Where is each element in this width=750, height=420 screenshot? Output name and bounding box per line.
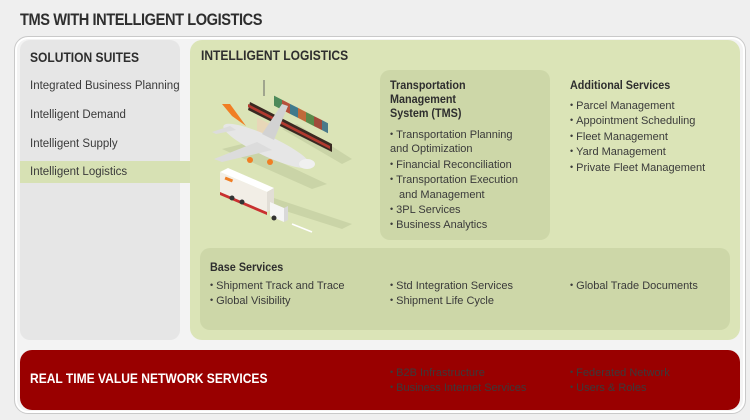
tms-card: Transportation Management System (TMS) •… (380, 70, 550, 240)
network-services-column: •B2B Infrastructure •Business Internet S… (390, 365, 526, 396)
additional-services-list: •Parcel Management •Appointment Scheduli… (570, 98, 740, 175)
list-item: •Global Visibility (210, 295, 291, 308)
base-services-card: Base Services •Shipment Track and Trace … (200, 248, 730, 330)
list-item: •Appointment Scheduling (570, 115, 696, 128)
sidebar-item-label: Intelligent Supply (30, 138, 118, 150)
tms-title: Transportation Management System (TMS) (390, 78, 534, 120)
sidebar-item-integrated-business-planning[interactable]: Integrated Business Planning (20, 75, 190, 97)
list-item: •Shipment Track and Trace (210, 280, 345, 292)
list-item: •Transportation Execution (390, 174, 519, 187)
panel-title: INTELLIGENT LOGISTICS (201, 47, 349, 63)
sidebar-item-intelligent-supply[interactable]: Intelligent Supply (20, 133, 190, 155)
sidebar-item-label: Intelligent Logistics (30, 166, 128, 178)
logistics-illustration (212, 80, 352, 233)
base-services-column: •Std Integration Services •Shipment Life… (390, 278, 513, 309)
list-item: •B2B Infrastructure (390, 367, 485, 379)
intelligent-logistics-panel: INTELLIGENT LOGISTICS (190, 40, 740, 340)
airplane-icon (212, 104, 315, 169)
sidebar-item-label: Intelligent Demand (30, 109, 126, 121)
list-item: •Financial Reconciliation (390, 158, 512, 171)
list-item: •Global Trade Documents (570, 280, 698, 292)
tms-list: •Transportation Planning and Optimizatio… (390, 127, 550, 233)
truck-icon (220, 168, 313, 233)
list-item: •Std Integration Services (390, 280, 513, 292)
tms-title-line: System (TMS) (390, 106, 462, 120)
list-item: •Parcel Management (570, 100, 675, 112)
base-services-column: •Shipment Track and Trace •Global Visibi… (210, 278, 345, 309)
additional-services: Additional Services •Parcel Management •… (570, 78, 740, 175)
base-services-column: •Global Trade Documents (570, 278, 698, 293)
sidebar-item-label: Integrated Business Planning (30, 80, 180, 92)
sidebar-item-intelligent-demand[interactable]: Intelligent Demand (20, 104, 190, 126)
list-item: •Business Internet Services (390, 382, 527, 395)
list-item: •Users & Roles (570, 382, 647, 395)
list-item: •Business Analytics (390, 219, 488, 232)
network-services-column: •Federated Network •Users & Roles (570, 365, 670, 396)
list-item: •Transportation Planning (390, 129, 513, 141)
list-item: and Optimization (390, 143, 473, 156)
base-services-title: Base Services (210, 260, 284, 274)
list-item: •Fleet Management (570, 130, 668, 143)
page-title: TMS WITH INTELLIGENT LOGISTICS (20, 10, 263, 29)
tms-title-line: Transportation Management (390, 78, 466, 106)
list-item: •Shipment Life Cycle (390, 295, 494, 308)
additional-services-title: Additional Services (570, 78, 671, 92)
list-item: •3PL Services (390, 204, 461, 217)
network-services-title: REAL TIME VALUE NETWORK SERVICES (30, 370, 268, 386)
network-services-band: REAL TIME VALUE NETWORK SERVICES •B2B In… (20, 350, 740, 410)
solution-suites-sidebar: SOLUTION SUITES Integrated Business Plan… (20, 40, 192, 340)
list-item: •Private Fleet Management (570, 161, 706, 174)
sidebar-item-intelligent-logistics[interactable]: Intelligent Logistics (20, 161, 192, 183)
list-item: and Management (399, 188, 485, 201)
list-item: •Federated Network (570, 367, 670, 379)
sidebar-title: SOLUTION SUITES (30, 49, 140, 65)
list-item: •Yard Management (570, 146, 666, 159)
